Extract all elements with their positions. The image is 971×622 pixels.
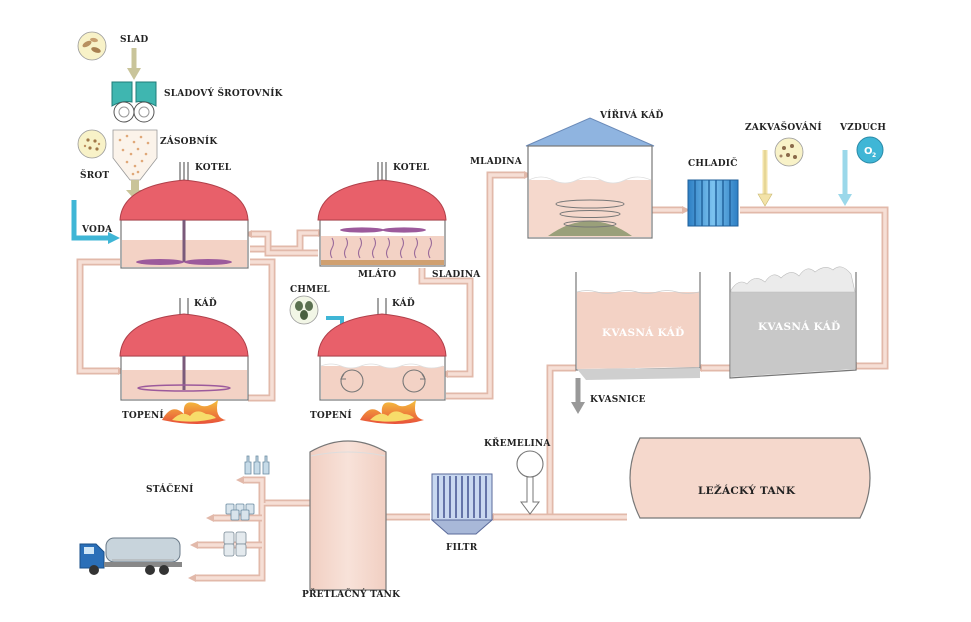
label-topeni-1: TOPENÍ: [122, 409, 164, 421]
fermentation-vat-2: [729, 266, 857, 379]
label-staceni: STÁČENÍ: [146, 483, 194, 495]
label-kad-2: KÁĎ: [392, 297, 415, 309]
label-chmel: CHMEL: [290, 285, 330, 295]
fermentation-vat-1: [575, 272, 701, 380]
label-kotel-2: KOTEL: [393, 163, 430, 173]
whirlpool-tank: [525, 117, 655, 239]
label-kotel-1: KOTEL: [195, 163, 232, 173]
diatomite-dosing: [516, 450, 544, 515]
label-kad-1: KÁĎ: [194, 297, 217, 309]
malt-arrow: [127, 48, 141, 80]
label-zakvasovani: ZAKVAŠOVÁNÍ: [745, 121, 822, 133]
label-topeni-2: TOPENÍ: [310, 409, 352, 421]
label-kvasna-kad-1: KVASNÁ KÁĎ: [602, 325, 685, 339]
oxygen-subscript: 2: [872, 152, 876, 159]
filter: [430, 473, 494, 535]
flame-icon-2: [360, 400, 424, 424]
label-lezacky-tank: LEŽÁCKÝ TANK: [698, 483, 796, 497]
lauter-kettle: [317, 162, 447, 267]
lager-tank: [629, 437, 871, 519]
kegs-icon: [223, 531, 247, 557]
yeast-out-arrow: [571, 378, 585, 414]
oxygen-icon: O 2: [856, 136, 884, 164]
label-mladina: MLADINA: [470, 157, 523, 167]
cooler: [687, 179, 739, 227]
pressure-tank: [309, 440, 387, 591]
water-arrow: [71, 200, 120, 244]
cans-icon: [225, 503, 255, 521]
label-srotovnik: SLADOVÝ ŠROTOVNÍK: [164, 87, 284, 99]
label-kvasna-kad-2: KVASNÁ KÁĎ: [758, 319, 841, 333]
malt-icon: [77, 31, 107, 61]
mill-icon: [111, 81, 157, 123]
bottles-icon: [244, 455, 270, 475]
hops-icon: [289, 295, 319, 325]
label-srot: ŠROT: [80, 169, 109, 181]
mash-kettle-1: [119, 162, 249, 269]
label-viriva-kad: VÍŘIVÁ KÁĎ: [599, 109, 664, 121]
label-vzduch: VZDUCH: [839, 123, 886, 133]
label-kvasnice: KVASNICE: [590, 395, 646, 405]
yeast-arrow: [757, 150, 773, 207]
grist-icon: [77, 129, 107, 159]
label-sladina: SLADINA: [432, 270, 481, 280]
mash-tun: [119, 298, 249, 401]
flame-icon-1: [162, 400, 226, 424]
label-chladic: CHLADIČ: [688, 157, 738, 169]
air-arrow: [838, 150, 852, 206]
label-pretlacny-tank: PŘETLAČNÝ TANK: [302, 588, 401, 600]
label-kremelina: KŘEMELINA: [484, 437, 551, 449]
label-mlato: MLÁTO: [358, 268, 396, 280]
oxygen-symbol: O: [864, 146, 873, 157]
label-filtr: FILTR: [446, 543, 478, 553]
label-zasobnik: ZÁSOBNÍK: [160, 135, 218, 147]
label-voda: VODA: [81, 225, 113, 235]
yeast-icon: [774, 137, 804, 167]
label-slad: SLAD: [120, 35, 148, 45]
tanker-truck-icon: [79, 537, 182, 575]
wort-kettle: [317, 298, 447, 401]
